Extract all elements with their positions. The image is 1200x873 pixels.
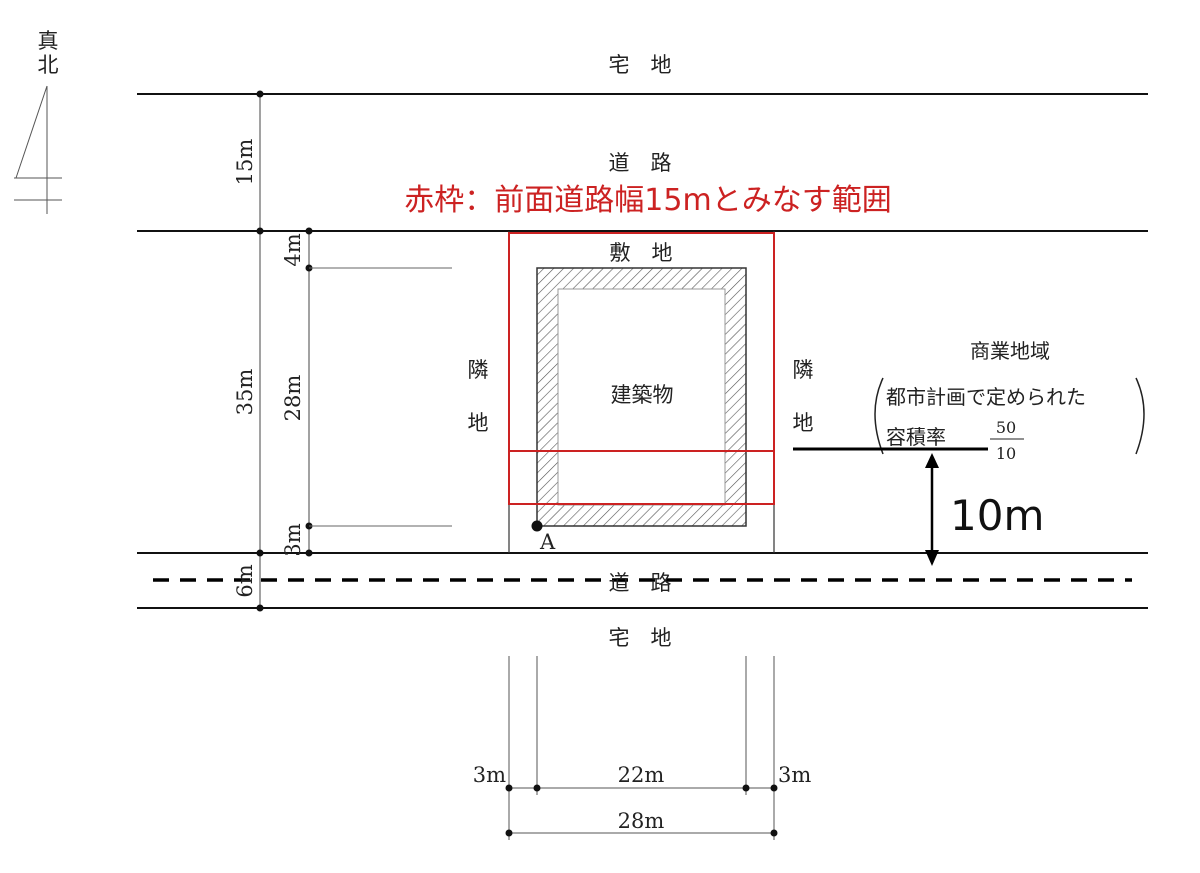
building: [536, 267, 747, 527]
right-paren: [1135, 377, 1145, 455]
zone-line-2: 容積率: [886, 425, 946, 449]
dim-tick: [305, 549, 313, 557]
dim-bottom-road-width: 6m: [233, 564, 257, 597]
ratio-denominator: 10: [996, 444, 1016, 463]
red-frame-15m-range: [508, 232, 775, 505]
ratio-numerator: 50: [996, 418, 1016, 437]
dim-building-width: 22m: [618, 763, 665, 787]
bottom-lot-label: 宅 地: [609, 626, 672, 650]
zone-line-1: 都市計画で定められた: [886, 385, 1086, 409]
dim-tick: [770, 784, 778, 792]
dim-tick: [505, 784, 513, 792]
north-label-2: 北: [38, 53, 59, 77]
top-lot-label: 宅 地: [609, 53, 672, 77]
right-neighbor-label-1: 隣: [793, 358, 814, 382]
point-a-label: A: [539, 530, 556, 554]
dim-setback-top: 4m: [281, 233, 305, 266]
top-road-label: 道 路: [609, 151, 672, 175]
dim-top-road-width: 15m: [233, 139, 257, 186]
site-label: 敷 地: [610, 241, 673, 265]
point-a-marker: [531, 520, 543, 532]
zone-note: 商業地域 都市計画で定められた 容積率 50 10: [874, 339, 1145, 463]
dim-tick: [256, 549, 264, 557]
distance-arrow-down-head: [925, 550, 939, 566]
dim-tick: [533, 784, 541, 792]
dim-tick: [256, 227, 264, 235]
distance-arrow-up-head: [925, 453, 939, 468]
dim-setback-bottom: 3m: [281, 523, 305, 556]
dim-tick: [505, 829, 513, 837]
dim-tick: [742, 784, 750, 792]
bottom-road-label: 道 路: [609, 571, 672, 595]
dim-left-setback: 3m: [473, 763, 506, 787]
red-caption: 赤枠：前面道路幅15mとみなす範囲: [404, 183, 891, 218]
dim-right-setback: 3m: [778, 763, 811, 787]
building-interior: [557, 288, 726, 506]
north-arrow-head: [15, 85, 48, 179]
left-paren: [874, 377, 884, 455]
dim-tick: [305, 227, 313, 235]
left-neighbor-label-2: 地: [468, 411, 489, 435]
dim-site-depth: 35m: [233, 369, 257, 416]
zone-title: 商業地域: [970, 339, 1050, 363]
dim-tick: [770, 829, 778, 837]
north-label-1: 真: [38, 29, 59, 53]
building-label: 建築物: [611, 383, 674, 407]
dim-tick: [256, 90, 264, 98]
north-arrow: 真 北: [14, 29, 62, 214]
right-neighbor-label-2: 地: [793, 411, 814, 435]
left-neighbor-label-1: 隣: [468, 358, 489, 382]
dim-site-width: 28m: [618, 809, 665, 833]
distance-label: 10m: [950, 491, 1044, 540]
dim-building-depth: 28m: [281, 375, 305, 422]
dim-tick: [256, 604, 264, 612]
